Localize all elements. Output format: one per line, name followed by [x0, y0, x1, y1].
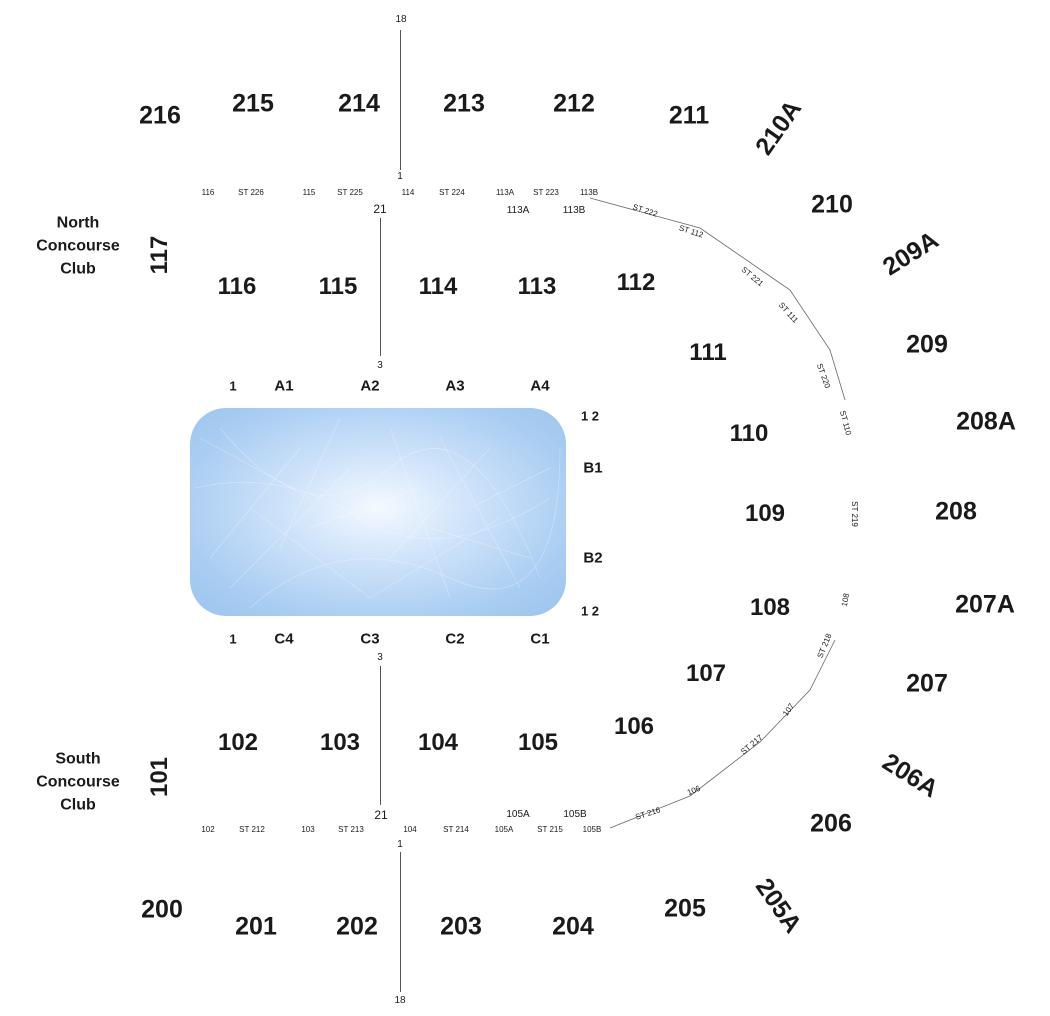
- section-207[interactable]: 207: [906, 669, 948, 698]
- section-109[interactable]: 109: [744, 500, 786, 527]
- section-108[interactable]: 108: [749, 594, 791, 621]
- section-213[interactable]: 213: [443, 89, 485, 118]
- south-upper-aisle-line: [400, 852, 401, 992]
- aisle-label: 115: [302, 188, 316, 197]
- row-marker-south-21: 21: [374, 808, 388, 822]
- row-marker-north-18: 18: [395, 14, 407, 25]
- section-206[interactable]: 206: [810, 809, 852, 838]
- row-marker-south-3: 3: [377, 652, 383, 663]
- section-208a[interactable]: 208A: [956, 407, 1016, 436]
- aisle-label: ST 215: [537, 825, 563, 834]
- aisle-label: ST 213: [338, 825, 364, 834]
- section-117[interactable]: 117: [146, 235, 173, 275]
- aisle-label: ST 223: [533, 188, 559, 197]
- north-concourse-club-label: North Concourse Club: [36, 214, 120, 278]
- section-106[interactable]: 106: [613, 713, 655, 740]
- aisle-label: 114: [401, 188, 415, 197]
- section-204[interactable]: 204: [552, 912, 594, 941]
- floor-section-c4[interactable]: C4: [274, 630, 294, 648]
- aisle-label: ST 212: [239, 825, 265, 834]
- floor-row-marker: 1: [229, 378, 237, 394]
- section-107[interactable]: 107: [685, 660, 727, 687]
- floor-section-b2[interactable]: B2: [583, 549, 603, 567]
- aisle-label: 113B: [579, 188, 599, 197]
- floor-row-marker: 1 2: [580, 603, 600, 619]
- section-211[interactable]: 211: [668, 101, 710, 130]
- aisle-label: 105B: [582, 825, 602, 834]
- section-205[interactable]: 205: [664, 894, 706, 923]
- south-concourse-club-label: South Concourse Club: [36, 750, 120, 814]
- section-215[interactable]: 215: [232, 89, 274, 118]
- floor-section-a2[interactable]: A2: [360, 377, 380, 395]
- section-202[interactable]: 202: [336, 912, 378, 941]
- south-east-aisle-line: [609, 639, 836, 829]
- floor-section-a3[interactable]: A3: [445, 377, 465, 395]
- section-115[interactable]: 115: [318, 273, 358, 300]
- row-marker-north-3: 3: [377, 360, 383, 371]
- floor-section-a1[interactable]: A1: [274, 377, 294, 395]
- aisle-label: 102: [201, 825, 215, 834]
- section-110[interactable]: 110: [729, 420, 769, 447]
- section-111[interactable]: 111: [689, 339, 727, 366]
- aisle-label: 113A: [506, 205, 530, 216]
- aisle-label: 113B: [562, 205, 586, 216]
- section-203[interactable]: 203: [440, 912, 482, 941]
- floor-row-marker: 1: [229, 631, 237, 647]
- aisle-label: 105A: [494, 825, 514, 834]
- section-105[interactable]: 105: [517, 729, 559, 756]
- north-east-aisle-line: [589, 197, 846, 401]
- section-103[interactable]: 103: [319, 729, 361, 756]
- aisle-label: 103: [301, 825, 315, 834]
- aisle-label: 105B: [563, 809, 587, 820]
- ice-rink: [190, 408, 566, 616]
- floor-section-a4[interactable]: A4: [530, 377, 550, 395]
- section-112[interactable]: 112: [616, 269, 656, 296]
- ice-scratches: [194, 417, 561, 609]
- south-lower-aisle-line: [380, 666, 381, 805]
- section-114[interactable]: 114: [418, 273, 458, 300]
- floor-section-c3[interactable]: C3: [360, 630, 380, 648]
- section-201[interactable]: 201: [235, 912, 277, 941]
- floor-row-marker: 1 2: [580, 408, 600, 424]
- section-102[interactable]: 102: [217, 729, 259, 756]
- aisle-label: ST 219: [850, 501, 859, 527]
- section-209[interactable]: 209: [906, 330, 948, 359]
- section-208[interactable]: 208: [935, 497, 977, 526]
- section-104[interactable]: 104: [417, 729, 459, 756]
- section-113[interactable]: 113: [517, 273, 557, 300]
- row-marker-north-21: 21: [373, 202, 387, 216]
- aisle-label: ST 224: [439, 188, 465, 197]
- aisle-label: ST 225: [337, 188, 363, 197]
- row-marker-south-1: 1: [397, 839, 403, 850]
- aisle-label: 105A: [506, 809, 530, 820]
- aisle-label: ST 226: [238, 188, 264, 197]
- aisle-label: ST 214: [443, 825, 469, 834]
- section-200[interactable]: 200: [141, 895, 183, 924]
- floor-section-c2[interactable]: C2: [445, 630, 465, 648]
- section-212[interactable]: 212: [553, 89, 595, 118]
- north-upper-aisle-line: [400, 30, 401, 170]
- section-210[interactable]: 210: [811, 190, 853, 219]
- row-marker-south-18: 18: [394, 995, 406, 1006]
- row-marker-north-1: 1: [397, 171, 403, 182]
- floor-section-c1[interactable]: C1: [530, 630, 550, 648]
- section-101[interactable]: 101: [146, 756, 173, 798]
- aisle-label: 116: [201, 188, 215, 197]
- section-214[interactable]: 214: [338, 89, 380, 118]
- north-lower-aisle-line: [380, 218, 381, 356]
- aisle-label: 104: [403, 825, 417, 834]
- section-216[interactable]: 216: [139, 101, 181, 130]
- floor-section-b1[interactable]: B1: [583, 459, 603, 477]
- section-207a[interactable]: 207A: [955, 590, 1015, 619]
- aisle-label: 113A: [495, 188, 515, 197]
- section-116[interactable]: 116: [217, 273, 257, 300]
